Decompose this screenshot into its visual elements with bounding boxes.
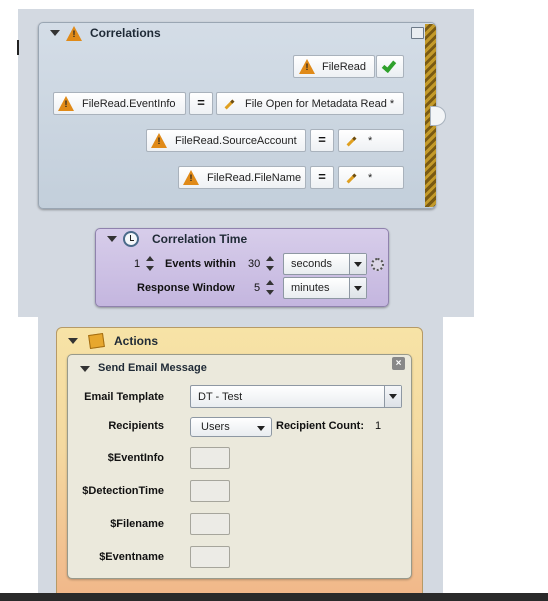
collapse-triangle-icon[interactable] bbox=[80, 366, 90, 372]
recipients-value: Users bbox=[201, 421, 230, 433]
response-unit-value: minutes bbox=[291, 282, 330, 294]
rule-sourceaccount-label: FileRead.SourceAccount bbox=[175, 135, 297, 147]
dropdown-arrow-icon[interactable] bbox=[349, 278, 366, 298]
correlations-title: Correlations bbox=[90, 26, 161, 40]
send-email-title: Send Email Message bbox=[98, 362, 207, 374]
actions-title: Actions bbox=[114, 334, 159, 348]
correlations-connector-handle[interactable] bbox=[430, 106, 446, 126]
recipient-count-value: 1 bbox=[375, 420, 382, 432]
operator-equals[interactable]: = bbox=[310, 129, 334, 152]
recipients-select[interactable]: Users bbox=[190, 417, 272, 437]
rule-fileread-label: FileRead bbox=[322, 61, 367, 73]
dropdown-arrow-icon[interactable] bbox=[349, 254, 366, 274]
param-eventinfo-input[interactable] bbox=[190, 447, 230, 469]
collapse-triangle-icon[interactable] bbox=[107, 236, 117, 242]
collapse-triangle-icon[interactable] bbox=[50, 30, 60, 36]
spinner-icon[interactable] bbox=[266, 279, 274, 297]
rule-eventinfo-field[interactable]: ! FileRead.EventInfo bbox=[53, 92, 186, 115]
gear-icon[interactable] bbox=[371, 258, 384, 271]
recipient-count-label: Recipient Count: bbox=[276, 420, 364, 432]
operator-equals[interactable]: = bbox=[310, 166, 334, 189]
within-unit-value: seconds bbox=[291, 258, 332, 270]
param-eventinfo-label: $EventInfo bbox=[107, 452, 164, 464]
pencil-icon bbox=[224, 99, 235, 110]
rule-sourceaccount-field[interactable]: ! FileRead.SourceAccount bbox=[146, 129, 306, 152]
recipients-label: Recipients bbox=[108, 420, 164, 432]
param-filename-input[interactable] bbox=[190, 513, 230, 535]
response-window-label: Response Window bbox=[137, 282, 235, 294]
events-within-label: Events within bbox=[165, 258, 236, 270]
text-cursor bbox=[17, 40, 19, 55]
rule-eventinfo-value-text: File Open for Metadata Read * bbox=[245, 98, 395, 110]
within-value[interactable]: 30 bbox=[248, 258, 261, 270]
param-detectiontime-input[interactable] bbox=[190, 480, 230, 502]
response-unit-select[interactable]: minutes bbox=[283, 277, 367, 299]
param-detectiontime-label: $DetectionTime bbox=[82, 485, 164, 497]
response-window-value[interactable]: 5 bbox=[254, 282, 261, 294]
spinner-icon[interactable] bbox=[146, 255, 154, 273]
param-filename-label: $Filename bbox=[110, 518, 164, 530]
correlation-time-title: Correlation Time bbox=[152, 232, 248, 246]
operator-equals[interactable]: = bbox=[189, 92, 213, 115]
warning-icon: ! bbox=[183, 170, 199, 185]
bottom-bar bbox=[0, 593, 548, 601]
rule-filename-value[interactable]: * bbox=[338, 166, 404, 189]
collapse-triangle-icon[interactable] bbox=[68, 338, 78, 344]
corner-expand-icon[interactable] bbox=[411, 27, 424, 39]
pencil-icon bbox=[346, 136, 357, 147]
close-icon[interactable]: × bbox=[392, 357, 405, 370]
warning-icon: ! bbox=[151, 133, 167, 148]
rule-fileread-box[interactable]: ! FileRead bbox=[293, 55, 375, 78]
rule-sourceaccount-value-text: * bbox=[368, 135, 373, 147]
within-unit-select[interactable]: seconds bbox=[283, 253, 367, 275]
pencil-icon bbox=[346, 173, 357, 184]
warning-icon: ! bbox=[66, 26, 82, 41]
rule-filename-label: FileRead.FileName bbox=[207, 172, 302, 184]
spinner-icon[interactable] bbox=[266, 255, 274, 273]
email-template-select[interactable]: DT - Test bbox=[190, 385, 402, 408]
events-count-value[interactable]: 1 bbox=[134, 258, 141, 270]
actions-icon bbox=[88, 333, 105, 349]
email-template-value: DT - Test bbox=[198, 391, 243, 403]
dropdown-arrow-icon[interactable] bbox=[257, 426, 265, 431]
rule-filename-value-text: * bbox=[368, 172, 373, 184]
param-eventname-input[interactable] bbox=[190, 546, 230, 568]
email-template-label: Email Template bbox=[84, 391, 164, 403]
clock-icon bbox=[123, 231, 139, 247]
dropdown-arrow-icon[interactable] bbox=[384, 386, 401, 407]
rule-filename-field[interactable]: ! FileRead.FileName bbox=[178, 166, 306, 189]
rule-sourceaccount-value[interactable]: * bbox=[338, 129, 404, 152]
warning-icon: ! bbox=[58, 96, 74, 111]
check-icon bbox=[381, 57, 397, 74]
param-eventname-label: $Eventname bbox=[99, 551, 164, 563]
confirm-button[interactable] bbox=[376, 55, 404, 78]
rule-eventinfo-value[interactable]: File Open for Metadata Read * bbox=[216, 92, 404, 115]
warning-icon: ! bbox=[299, 59, 315, 74]
rule-eventinfo-label: FileRead.EventInfo bbox=[82, 98, 176, 110]
